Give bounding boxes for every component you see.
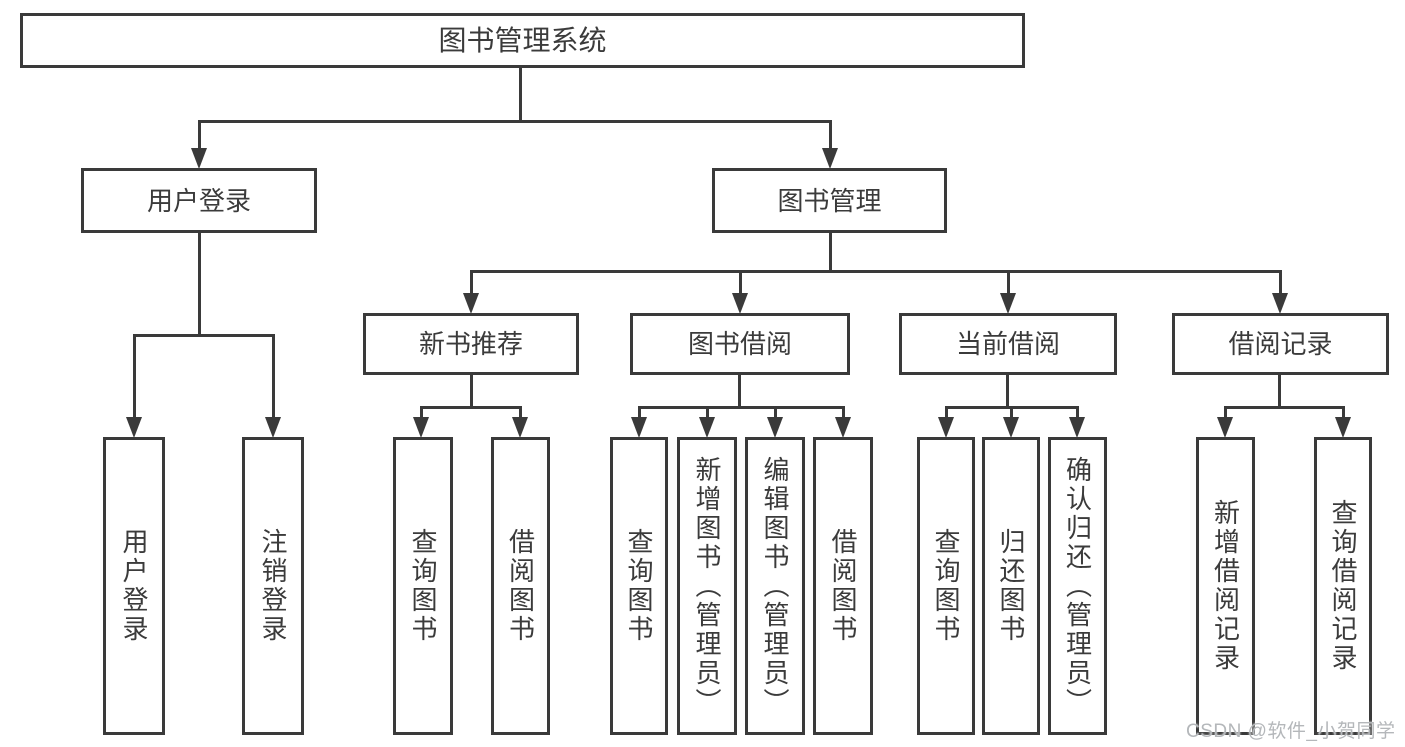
leaf-add-borrow-record: 新增借阅记录: [1196, 437, 1255, 735]
arrow-down-icon: [463, 293, 479, 314]
leaf-query-books-newbook-label: 查询图书: [408, 528, 438, 644]
connector-line: [519, 406, 522, 418]
arrow-down-icon: [1272, 293, 1288, 314]
leaf-edit-books-admin-label: 编辑图书（管理员）: [760, 455, 790, 717]
connector-line: [133, 334, 275, 337]
leaf-query-books-current: 查询图书: [917, 437, 975, 735]
leaf-query-books-newbook: 查询图书: [393, 437, 453, 735]
leaf-add-books-admin-label: 新增图书（管理员）: [692, 455, 722, 717]
node-book-borrow: 图书借阅: [630, 313, 850, 375]
arrow-down-icon: [767, 417, 783, 438]
connector-line: [1342, 406, 1345, 418]
node-new-book-recommend: 新书推荐: [363, 313, 579, 375]
arrow-down-icon: [938, 417, 954, 438]
connector-line: [1278, 375, 1281, 409]
leaf-return-books-label: 归还图书: [996, 528, 1026, 644]
connector-line: [638, 406, 844, 409]
leaf-query-borrow-record: 查询借阅记录: [1314, 437, 1372, 735]
leaf-query-borrow-record-label: 查询借阅记录: [1328, 499, 1358, 673]
connector-line: [1224, 406, 1345, 409]
leaf-return-books: 归还图书: [982, 437, 1040, 735]
node-user-login-label: 用户登录: [146, 185, 251, 216]
node-user-login: 用户登录: [81, 168, 317, 233]
leaf-borrow-books-newbook-label: 借阅图书: [505, 528, 536, 644]
arrow-down-icon: [732, 293, 748, 314]
connector-line: [1007, 270, 1010, 294]
leaf-user-login: 用户登录: [103, 437, 165, 735]
connector-line: [470, 375, 473, 409]
connector-line: [198, 120, 832, 123]
node-book-management: 图书管理: [712, 168, 947, 233]
arrow-down-icon: [631, 417, 647, 438]
connector-line: [739, 270, 742, 294]
node-borrow-records-label: 借阅记录: [1228, 329, 1333, 359]
connector-line: [198, 233, 201, 337]
leaf-edit-books-admin: 编辑图书（管理员）: [745, 437, 805, 735]
node-library-system-label: 图书管理系统: [438, 24, 607, 56]
connector-line: [470, 270, 473, 294]
leaf-user-login-label: 用户登录: [119, 528, 149, 644]
leaf-borrow-books-label: 借阅图书: [828, 528, 858, 644]
arrow-down-icon: [126, 417, 142, 438]
arrow-down-icon: [413, 417, 429, 438]
connector-line: [198, 120, 201, 150]
connector-line: [1076, 406, 1079, 418]
connector-line: [829, 233, 832, 273]
connector-line: [1279, 270, 1282, 294]
leaf-logout: 注销登录: [242, 437, 304, 735]
node-book-borrow-label: 图书借阅: [687, 329, 792, 359]
connector-line: [829, 120, 832, 150]
arrow-down-icon: [1003, 417, 1019, 438]
connector-line: [638, 406, 641, 418]
arrow-down-icon: [822, 148, 838, 169]
leaf-confirm-return-admin-label: 确认归还（管理员）: [1062, 455, 1093, 717]
leaf-borrow-books: 借阅图书: [813, 437, 873, 735]
leaf-query-books-current-label: 查询图书: [931, 528, 961, 644]
connector-line: [420, 406, 423, 418]
node-library-system: 图书管理系统: [20, 13, 1025, 68]
connector-line: [945, 406, 948, 418]
connector-line: [470, 270, 1282, 273]
node-borrow-records: 借阅记录: [1172, 313, 1389, 375]
arrow-down-icon: [1335, 417, 1351, 438]
arrow-down-icon: [512, 417, 528, 438]
connector-line: [842, 406, 845, 418]
arrow-down-icon: [265, 417, 281, 438]
connector-line: [133, 334, 136, 419]
node-book-management-label: 图书管理: [777, 185, 882, 216]
connector-line: [1006, 375, 1009, 409]
connector-line: [774, 406, 777, 418]
arrow-down-icon: [699, 417, 715, 438]
arrow-down-icon: [1069, 417, 1085, 438]
node-current-borrow: 当前借阅: [899, 313, 1117, 375]
connector-line: [272, 334, 275, 419]
leaf-confirm-return-admin: 确认归还（管理员）: [1048, 437, 1107, 735]
connector-line: [519, 68, 522, 122]
leaf-query-books-borrow-label: 查询图书: [624, 528, 654, 644]
connector-line: [1010, 406, 1013, 418]
leaf-logout-label: 注销登录: [258, 528, 288, 644]
arrow-down-icon: [191, 148, 207, 169]
arrow-down-icon: [1217, 417, 1233, 438]
csdn-watermark: CSDN @软件_小贺同学: [1186, 721, 1396, 742]
leaf-query-books-borrow: 查询图书: [610, 437, 668, 735]
connector-line: [420, 406, 521, 409]
leaf-add-books-admin: 新增图书（管理员）: [677, 437, 737, 735]
leaf-add-borrow-record-label: 新增借阅记录: [1210, 499, 1241, 673]
connector-line: [706, 406, 709, 418]
arrow-down-icon: [1000, 293, 1016, 314]
node-current-borrow-label: 当前借阅: [955, 329, 1060, 359]
arrow-down-icon: [835, 417, 851, 438]
node-new-book-recommend-label: 新书推荐: [418, 329, 523, 359]
connector-line: [1224, 406, 1227, 418]
leaf-borrow-books-newbook: 借阅图书: [491, 437, 550, 735]
connector-line: [738, 375, 741, 409]
